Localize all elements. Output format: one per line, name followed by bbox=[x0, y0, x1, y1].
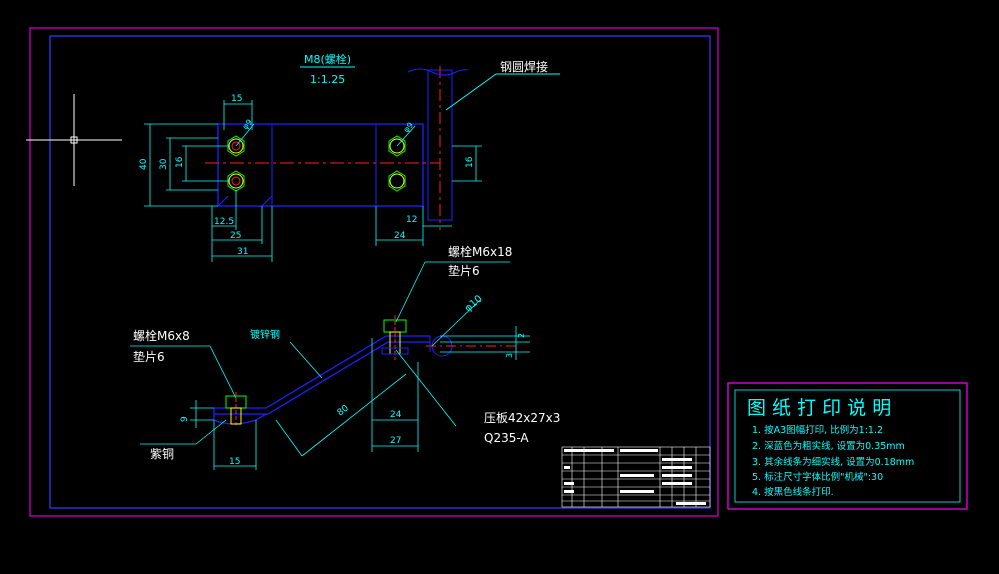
dim-15-side: 15 bbox=[229, 457, 240, 467]
bolt-right-label: 螺栓M6x18 bbox=[448, 244, 512, 259]
plate-label: 压板42x27x3 bbox=[484, 411, 560, 425]
right-bolt bbox=[381, 315, 409, 360]
dim-2: 2 bbox=[517, 333, 526, 338]
bent-label: 镀锌钢 bbox=[250, 328, 280, 341]
dim-15-top: 15 bbox=[231, 94, 242, 104]
dim-16-left: 16 bbox=[175, 156, 185, 168]
print-note-2: 2. 深蓝色为粗实线, 设置为0.35mm bbox=[752, 440, 905, 452]
dim-9: 9 bbox=[180, 416, 190, 422]
weld-label: 钢圆焊接 bbox=[500, 59, 548, 74]
print-note-3: 3. 其余线条为细实线, 设置为0.18mm bbox=[752, 456, 914, 468]
scale-title: M8(螺栓) bbox=[304, 52, 351, 66]
dim-12-5: 12.5 bbox=[214, 217, 234, 227]
dim-phi10: φ10 bbox=[463, 293, 485, 314]
dim-24-side: 24 bbox=[390, 410, 402, 420]
dim-3: 3 bbox=[505, 353, 514, 358]
left-bolt-holes bbox=[227, 135, 245, 192]
dim-16-right: 16 bbox=[465, 156, 475, 168]
dim-30: 30 bbox=[159, 158, 169, 170]
side-view: 螺栓M6x18 垫片6 螺栓M6x8 垫片6 镀锌钢 紫铜 压板42x27x3 … bbox=[130, 244, 560, 470]
dim-12: 12 bbox=[406, 215, 417, 225]
left-bolt bbox=[225, 392, 247, 425]
dim-dia-right: φ9 bbox=[402, 121, 416, 135]
copper-label: 紫铜 bbox=[150, 446, 174, 461]
title-block bbox=[561, 446, 711, 508]
material-label: Q235-A bbox=[484, 431, 529, 445]
print-note-1: 1. 按A3图幅打印, 比例为1:1.2 bbox=[752, 424, 883, 436]
crosshair-cursor-icon bbox=[26, 94, 122, 186]
dim-31: 31 bbox=[237, 247, 248, 257]
print-note-5: 4. 按黑色线条打印. bbox=[752, 486, 834, 498]
dim-40: 40 bbox=[139, 158, 149, 170]
dim-24-top: 24 bbox=[394, 231, 406, 241]
top-plate bbox=[217, 123, 424, 207]
scale-ratio: 1:1.25 bbox=[310, 73, 345, 86]
bolt-left-label: 螺栓M6x8 bbox=[133, 328, 190, 343]
washer-right-label: 垫片6 bbox=[448, 263, 480, 278]
dim-27: 27 bbox=[390, 436, 401, 446]
washer-left-label: 垫片6 bbox=[133, 349, 165, 364]
top-view: M8(螺栓) 1:1.25 钢圆焊接 bbox=[139, 52, 560, 262]
print-notes-title: 图 纸 打 印 说 明 bbox=[747, 397, 891, 419]
dim-80: 80 bbox=[336, 403, 351, 418]
outer-frame bbox=[29, 27, 719, 517]
print-notes-box: 图 纸 打 印 说 明 1. 按A3图幅打印, 比例为1:1.2 2. 深蓝色为… bbox=[727, 382, 968, 510]
print-note-4: 5. 标注尺寸字体比例"机械":30 bbox=[752, 471, 883, 483]
dim-25: 25 bbox=[230, 231, 241, 241]
inner-frame bbox=[49, 35, 711, 509]
right-bolt-holes bbox=[388, 135, 406, 192]
